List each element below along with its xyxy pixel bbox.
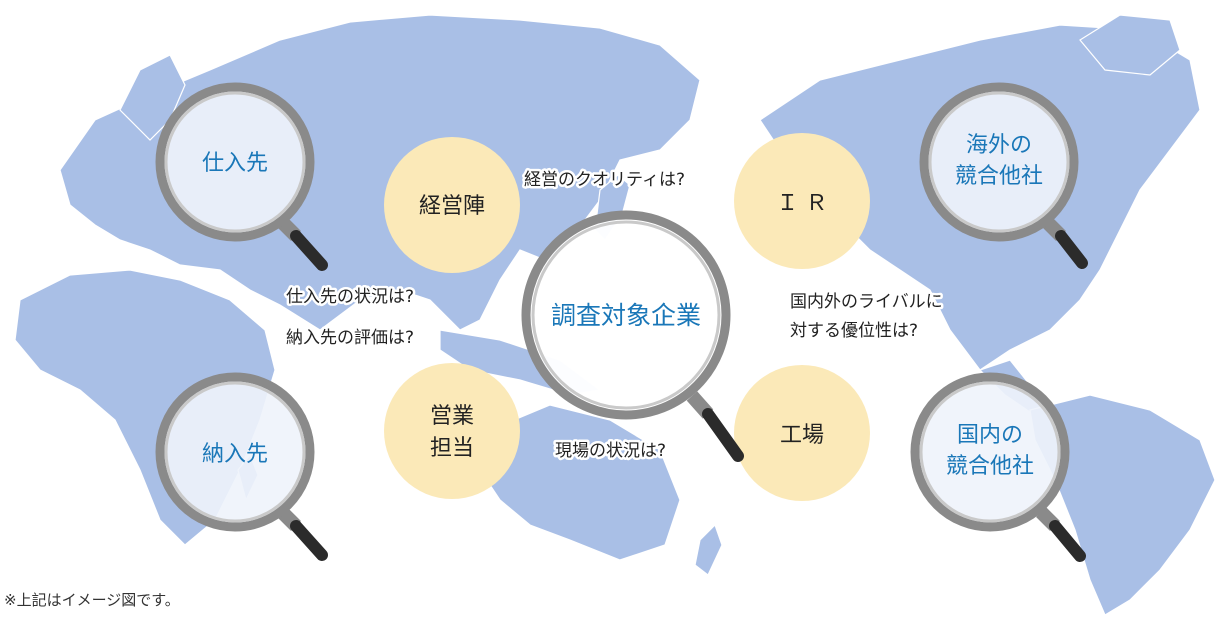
lens-domestic-competitors: 国内の 競合他社: [910, 372, 1086, 562]
question-site-status: 現場の状況は?: [555, 441, 666, 461]
new-zealand-landmass: [694, 523, 723, 576]
bubble-sales-label-line2: 担当: [430, 436, 474, 461]
lens-overseas-label-line2: 競合他社: [955, 164, 1043, 189]
magnifier-handle-icon: [290, 520, 328, 561]
bubble-sales-label-line1: 営業: [430, 404, 474, 429]
greenland-landmass: [1079, 14, 1181, 76]
question-rivals-line2: 対する優位性は?: [790, 321, 918, 341]
lens-domestic-label-line2: 競合他社: [946, 454, 1034, 479]
lens-domestic-label-line1: 国内の: [957, 423, 1023, 448]
question-supplier-status: 仕入先の状況は?: [286, 287, 414, 307]
magnifier-handle-icon: [1049, 520, 1086, 562]
bubble-management: 経営陣: [384, 137, 520, 273]
bubble-management-label: 経営陣: [419, 194, 485, 219]
lens-customer: 納入先: [155, 372, 328, 561]
lens-supplier: 仕入先: [155, 82, 328, 271]
magnifier-handle-icon: [290, 230, 328, 271]
question-management-quality: 経営のクオリティは?: [524, 170, 685, 190]
bubble-factory-label: 工場: [780, 423, 824, 448]
lens-target-company-label: 調査対象企業: [551, 301, 701, 330]
magnifier-handle-icon: [1055, 230, 1088, 269]
bubble-ir-label: Ｉ Ｒ: [777, 191, 828, 216]
lens-overseas-label-line1: 海外の: [966, 133, 1032, 158]
lens-supplier-label: 仕入先: [202, 151, 268, 176]
magnifier-handle-icon: [702, 408, 744, 462]
lens-overseas-competitors: 海外の 競合他社: [919, 82, 1088, 269]
question-customer-evaluation: 納入先の評価は?: [286, 328, 414, 348]
bubble-ir: Ｉ Ｒ: [734, 133, 870, 269]
lens-target-company: 調査対象企業: [521, 210, 744, 462]
footnote: ※上記はイメージ図です。: [4, 591, 180, 609]
bubble-factory: 工場: [734, 365, 870, 501]
question-rivals-line1: 国内外のライバルに: [790, 292, 943, 312]
lens-customer-label: 納入先: [202, 442, 268, 467]
australia-landmass: [479, 404, 681, 561]
bubble-sales: 営業 担当: [384, 363, 520, 499]
